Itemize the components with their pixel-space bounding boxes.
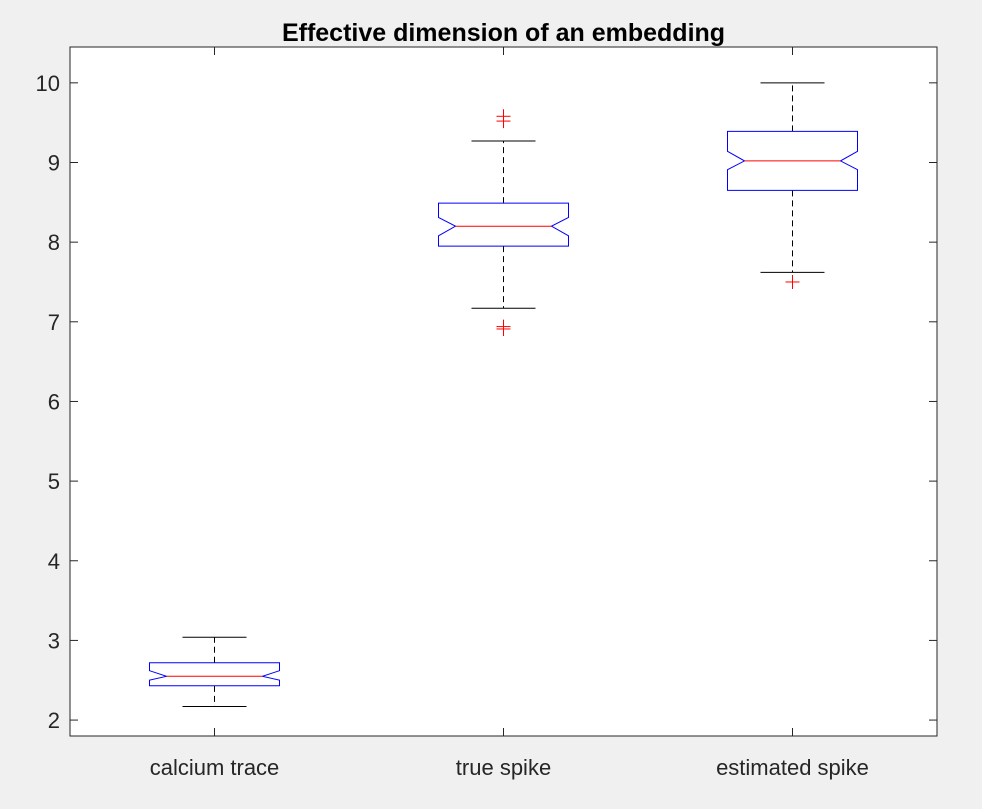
ticks-layer: 2 3 4 5 6 7 8 9 10 calcium trace true spike estimat… — [36, 47, 937, 780]
outlier-marker — [785, 274, 800, 289]
y-tick-label: 6 — [48, 389, 60, 414]
y-tick-label: 10 — [36, 71, 60, 96]
y-tick-label: 5 — [48, 469, 60, 494]
x-tick-label: true spike — [456, 755, 551, 780]
outlier-marker — [496, 319, 511, 334]
notched-box — [149, 662, 280, 687]
boxes-layer — [149, 82, 858, 708]
y-tick-label: 8 — [48, 230, 60, 255]
outlier-marker — [496, 109, 511, 124]
y-tick-label: 7 — [48, 310, 60, 335]
y-tick-label: 2 — [48, 708, 60, 733]
x-tick-label: calcium trace — [150, 755, 280, 780]
notched-box — [438, 202, 569, 247]
y-tick-label: 3 — [48, 628, 60, 653]
x-tick-label: estimated spike — [716, 755, 869, 780]
y-tick-label: 4 — [48, 549, 60, 574]
y-tick-label: 9 — [48, 150, 60, 175]
chart-title: Effective dimension of an embedding — [282, 19, 725, 47]
axes-frame — [69, 46, 938, 737]
